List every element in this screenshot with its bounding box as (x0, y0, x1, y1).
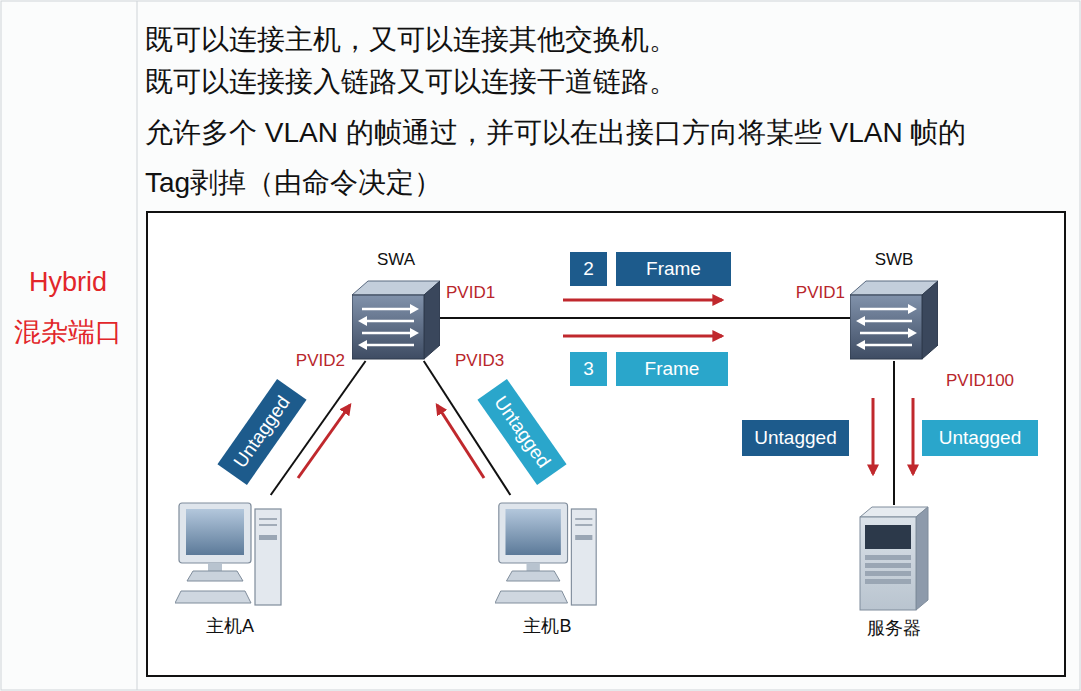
monitor-screen (506, 509, 561, 555)
pvid-label: PVID2 (296, 350, 345, 371)
switch-arrow (856, 340, 865, 350)
switch-arrow (860, 308, 910, 311)
flow-arrow (872, 398, 875, 474)
switch-picture (850, 275, 938, 361)
tag-text: Frame (645, 358, 700, 380)
pc-slot (259, 518, 277, 520)
pc-slot (575, 518, 592, 520)
pvid-label: PVID3 (455, 350, 504, 371)
pc-drive (575, 535, 592, 540)
pvid-label: PVID100 (946, 370, 1014, 391)
switch-front (352, 295, 424, 359)
tag-text: Untagged (754, 427, 836, 449)
switch-arrow (366, 344, 414, 347)
monitor-base (506, 571, 559, 581)
description-line: 允许多个 VLAN 的帧通过，并可以在出接口方向将某些 VLAN 帧的 Tag剥… (145, 108, 1065, 208)
switch-arrow (856, 316, 865, 326)
server-picture (856, 505, 932, 612)
frame-box: Frame (616, 352, 728, 386)
host-picture (175, 495, 285, 610)
tag-text: Untagged (939, 427, 1021, 449)
host-picture (495, 495, 600, 610)
switch-arrow (362, 332, 412, 335)
server-side (916, 507, 928, 610)
switch-arrow (908, 328, 917, 338)
port-type-name: 混杂端口 (14, 316, 122, 350)
server-bay (865, 555, 911, 560)
flow-arrow (912, 398, 915, 474)
device-label: SWA (377, 250, 415, 270)
tag-text: 3 (583, 358, 594, 380)
diagram-frame (147, 212, 1065, 676)
switch-icon: SWB (850, 275, 938, 361)
switch-side (424, 281, 440, 359)
keyboard (495, 591, 568, 603)
monitor-base (187, 571, 243, 581)
description-line: 既可以连接接入链路又可以连接干道链路。 (145, 64, 677, 99)
untagged-box: Untagged (477, 379, 566, 485)
switch-arrow (864, 344, 912, 347)
switch-icon: SWA (352, 275, 440, 361)
device-label: 服务器 (867, 616, 921, 640)
monitor-neck (208, 563, 222, 571)
untagged-box: Untagged (217, 379, 306, 485)
device-label: SWB (875, 250, 914, 270)
pc-drive (259, 535, 277, 540)
switch-arrow (366, 320, 414, 323)
flow-arrow (298, 405, 350, 478)
flow-arrow (563, 335, 722, 338)
vlan-tag: 2 (570, 252, 607, 286)
untagged-box: Untagged (742, 420, 849, 456)
link-line (440, 317, 850, 319)
switch-arrow (410, 328, 419, 338)
monitor-frame (179, 503, 251, 563)
server-bay (865, 571, 911, 576)
host-computer: 主机A (175, 495, 285, 610)
device-label: 主机A (206, 614, 254, 638)
server-front (860, 517, 916, 610)
pc-tower (571, 509, 596, 605)
table-divider (137, 1, 138, 690)
port-type-name: Hybrid (29, 266, 107, 300)
switch-arrow (362, 308, 412, 311)
switch-arrow (410, 304, 419, 314)
vlan-tag: 3 (570, 352, 607, 386)
switch-front (850, 295, 922, 359)
monitor-frame (499, 503, 568, 563)
flow-arrow (563, 299, 722, 302)
device-label: 主机B (523, 614, 571, 638)
switch-arrow (864, 320, 912, 323)
frame-box: Frame (616, 252, 731, 286)
switch-picture (352, 275, 440, 361)
monitor-neck (527, 563, 540, 571)
server-panel (865, 525, 911, 549)
keyboard (175, 591, 251, 603)
tag-text: Untagged (489, 392, 554, 472)
link-line (893, 361, 895, 505)
host-computer: 主机B (495, 495, 600, 610)
switch-arrow (358, 340, 367, 350)
server-bay (865, 579, 911, 584)
server-icon: 服务器 (856, 505, 932, 612)
server-bay (865, 563, 911, 568)
switch-arrow (358, 316, 367, 326)
switch-arrow (860, 332, 910, 335)
description-line: 既可以连接主机，又可以连接其他交换机。 (145, 22, 677, 57)
untagged-box: Untagged (922, 420, 1038, 456)
tag-text: 2 (583, 258, 594, 280)
pc-slot (259, 524, 277, 526)
switch-side (922, 281, 938, 359)
pvid-label: PVID1 (446, 282, 495, 303)
pvid-label: PVID1 (796, 282, 845, 303)
pc-slot (575, 524, 592, 526)
switch-arrow (908, 304, 917, 314)
tag-text: Untagged (229, 392, 294, 472)
pc-tower (255, 509, 281, 605)
tag-text: Frame (646, 258, 701, 280)
monitor-screen (186, 509, 244, 555)
